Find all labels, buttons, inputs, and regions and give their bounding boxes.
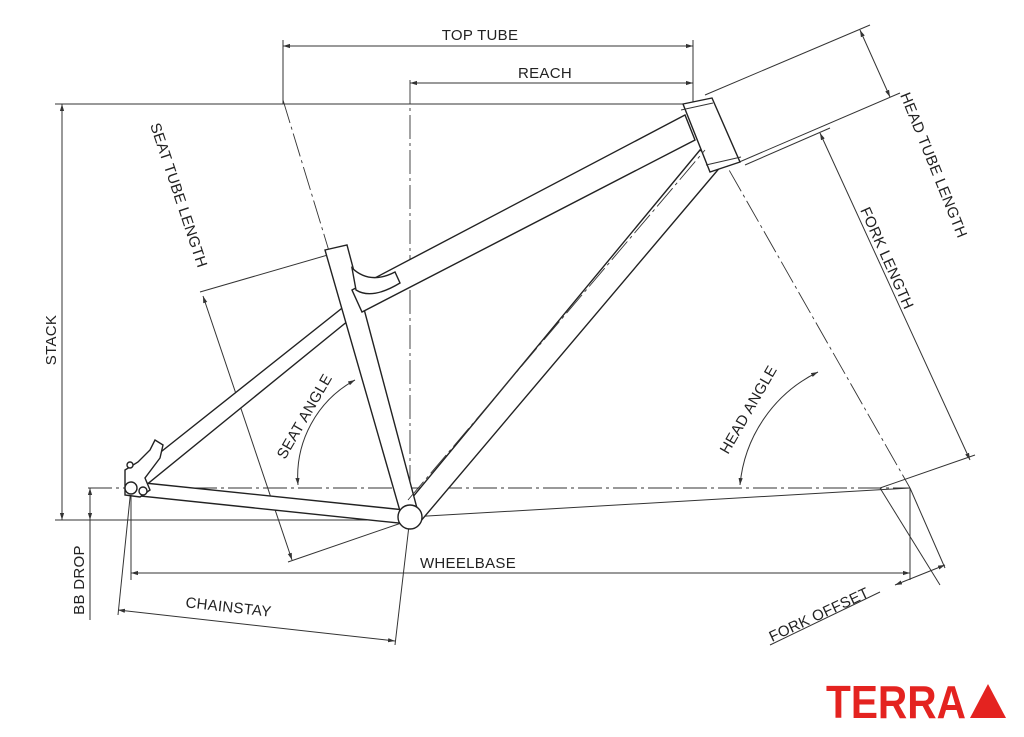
wheelbase-dimension: WHEELBASE (131, 555, 910, 576)
head-tube-length-dimension: HEAD TUBE LENGTH (704, 24, 970, 241)
reach-dimension: REACH (410, 65, 693, 86)
top-tube-frame (351, 114, 696, 313)
chainstay-dimension: CHAINSTAY (117, 594, 396, 643)
fork-length-label: FORK LENGTH (856, 205, 916, 312)
seat-angle-label: SEAT ANGLE (274, 371, 336, 462)
gusset (350, 266, 401, 295)
seat-angle-dimension: SEAT ANGLE (274, 371, 356, 486)
svg-text:TERRA: TERRA (826, 676, 966, 728)
seat-tube-length-label: SEAT TUBE LENGTH (146, 121, 210, 270)
top-tube-dimension: TOP TUBE (282, 27, 694, 104)
bb-drop-dimension: BB DROP (71, 488, 93, 620)
logo-triangle-icon (970, 684, 1006, 718)
stack-dimension: STACK (43, 104, 65, 520)
bike-frame (124, 97, 742, 530)
chainstay-label: CHAINSTAY (185, 594, 273, 621)
top-tube-label: TOP TUBE (442, 27, 519, 44)
head-tube-length-label: HEAD TUBE LENGTH (896, 90, 970, 240)
head-angle-dimension: HEAD ANGLE (717, 363, 819, 486)
rear-axle (124, 481, 138, 495)
fork-offset-label: FORK OFFSET (767, 584, 872, 645)
wheelbase-label: WHEELBASE (420, 555, 516, 572)
terra-logo: TERRA (826, 676, 1006, 728)
reach-label: REACH (518, 65, 572, 82)
head-tube (682, 97, 741, 173)
bottom-bracket (397, 504, 423, 530)
head-angle-label: HEAD ANGLE (717, 363, 781, 457)
stack-label: STACK (43, 315, 60, 365)
bb-drop-label: BB DROP (71, 545, 88, 615)
fork-offset-dimension: FORK OFFSET (767, 487, 946, 646)
